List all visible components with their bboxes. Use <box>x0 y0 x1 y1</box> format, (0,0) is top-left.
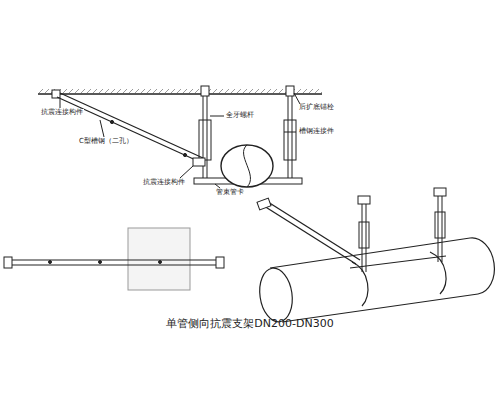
part-label: 抗震连接构件 <box>40 109 84 117</box>
part-label: 全牙螺杆 <box>225 112 255 120</box>
caption: 单管侧向抗震支架DN200-DN300 <box>166 316 333 331</box>
part-label: 管束管卡 <box>215 189 245 197</box>
part-label: C型槽钢（二孔） <box>78 138 134 146</box>
part-label: 抗震连接构件 <box>142 179 186 187</box>
part-label: 后扩底锚栓 <box>298 104 335 112</box>
part-label: 槽钢连接件 <box>298 128 335 136</box>
